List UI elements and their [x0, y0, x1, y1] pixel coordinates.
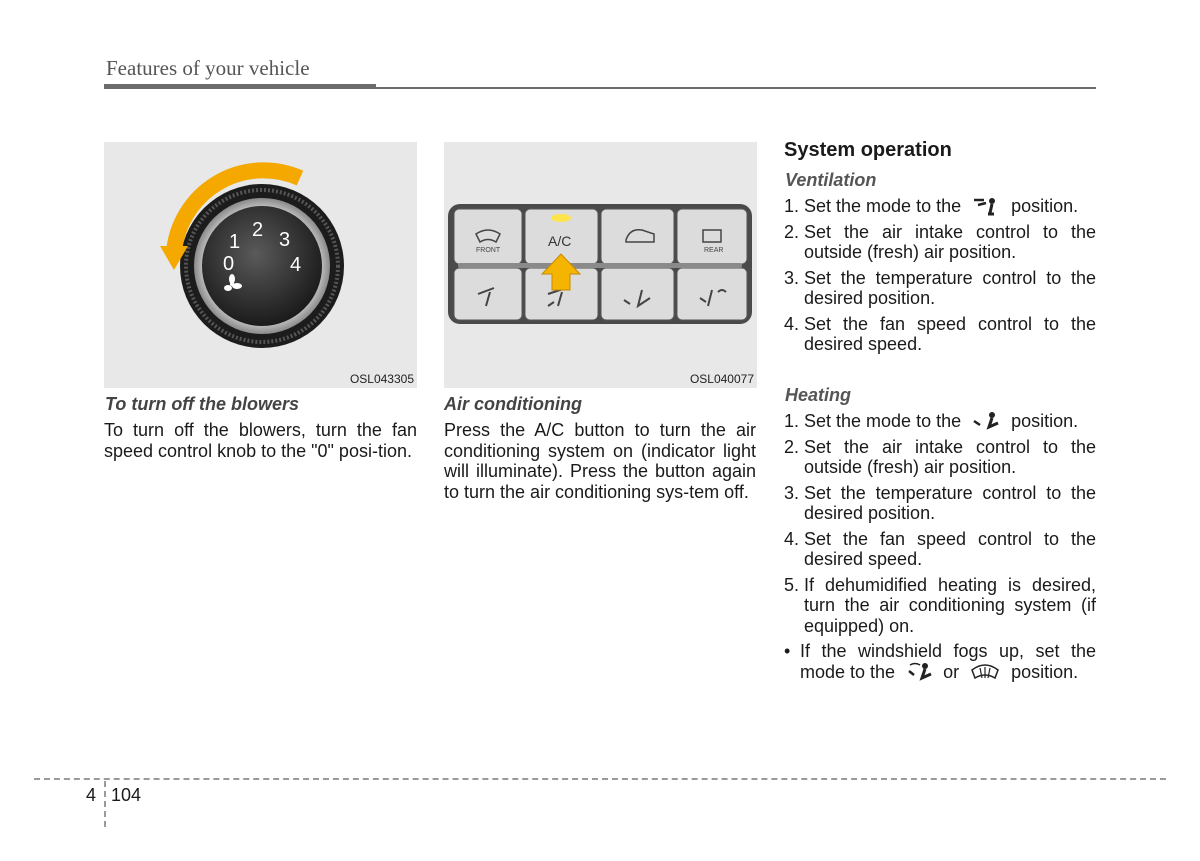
page-number: 104: [111, 785, 142, 805]
recirculation-button[interactable]: [600, 208, 675, 265]
ventilation-steps: 1. Set the mode to the position. 2.Set t…: [784, 196, 1096, 360]
system-operation-heading: System operation: [784, 139, 952, 161]
press-arrow: [540, 253, 582, 291]
header-rule-thick: [104, 84, 376, 89]
ventilation-subheading: Ventilation: [785, 170, 877, 190]
recirculation-icon: [625, 228, 655, 243]
list-item: 2.Set the air intake control to the outs…: [784, 436, 1096, 478]
mode-face-icon: [477, 287, 495, 307]
ac-indicator-light: [551, 214, 571, 222]
list-item: 1. Set the mode to the position.: [784, 411, 1079, 431]
list-item: 4.Set the fan speed control to the desir…: [784, 313, 1096, 355]
fan-speed-knob[interactable]: [202, 206, 322, 326]
list-item: 5.If dehumidified heating is desired, tu…: [784, 574, 1096, 636]
caption-air-conditioning: Air conditioning: [444, 394, 582, 414]
fan-icon: [224, 274, 242, 291]
mode-face-button[interactable]: [453, 267, 523, 321]
floor-vent-mode-icon: [973, 412, 999, 430]
footer-rule: [34, 778, 1166, 780]
climate-panel-illustration: FRONT A/C REAR: [448, 204, 752, 324]
front-defrost-icon: [475, 229, 501, 244]
mode-floor-defrost-icon: [699, 289, 727, 307]
rear-defrost-button[interactable]: [676, 208, 748, 265]
air-conditioning-text: Press the A/C button to turn the air con…: [444, 420, 756, 502]
front-defrost-button[interactable]: [453, 208, 523, 265]
knob-label-0: 0: [223, 253, 234, 275]
defrost-mode-icon: [971, 663, 1000, 679]
fan-knob-figure: 0 1 2 3 4 OSL043305: [104, 142, 417, 388]
blowers-text: To turn off the blowers, turn the fan sp…: [104, 420, 417, 461]
rotation-arrowhead: [160, 246, 188, 270]
list-item: 2.Set the air intake control to the outs…: [784, 221, 1096, 263]
rear-defrost-icon: [702, 229, 722, 243]
mode-floor-button[interactable]: [600, 267, 675, 321]
footer-divider: [104, 781, 106, 827]
rotation-arrow: [166, 162, 304, 253]
list-item: 4.Set the fan speed control to the desir…: [784, 528, 1096, 570]
knob-label-1: 1: [229, 231, 240, 253]
list-item: 1. Set the mode to the position.: [784, 196, 1079, 216]
ac-label: A/C: [548, 233, 571, 249]
list-item: 3.Set the temperature control to the des…: [784, 267, 1096, 309]
knob-label-3: 3: [279, 229, 290, 251]
figure-code: OSL043305: [349, 372, 414, 386]
heating-steps: 1. Set the mode to the position. 2.Set t…: [784, 411, 1096, 687]
list-item: • If the windshield fogs up, set the mod…: [784, 641, 1096, 682]
fan-knob-illustration: 0 1 2 3 4: [160, 162, 344, 348]
figure-code: OSL040077: [689, 372, 754, 386]
heating-subheading: Heating: [785, 385, 852, 405]
chapter-number: 4: [86, 785, 97, 805]
knob-label-2: 2: [252, 219, 263, 241]
front-label: FRONT: [476, 247, 501, 254]
face-vent-mode-icon: [974, 198, 996, 216]
floor-defrost-mode-icon: [908, 662, 932, 681]
header-rule-thin: [376, 87, 1096, 89]
page-header-title: Features of your vehicle: [106, 56, 310, 80]
list-item: 3.Set the temperature control to the des…: [784, 482, 1096, 524]
mode-floor-icon: [623, 289, 651, 309]
rear-label: REAR: [704, 247, 723, 254]
caption-blowers: To turn off the blowers: [105, 394, 299, 414]
climate-panel-figure: FRONT A/C REAR OSL040077: [444, 142, 757, 388]
knob-label-4: 4: [290, 254, 301, 276]
